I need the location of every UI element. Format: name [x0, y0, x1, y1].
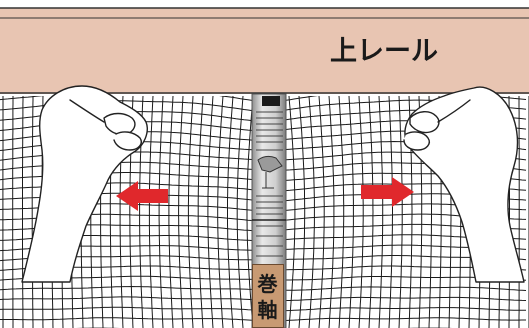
- right-hand: [403, 86, 525, 283]
- mesh-line-horizontal: [286, 296, 527, 301]
- mesh-line-vertical: [197, 96, 204, 328]
- mesh-line-vertical: [378, 96, 384, 328]
- roll-top-cap: [262, 96, 280, 106]
- mesh-line-horizontal: [0, 285, 252, 291]
- mesh-line-vertical: [348, 96, 354, 328]
- arrow-right: [361, 177, 414, 207]
- core-tag-char-2: 軸: [257, 298, 278, 322]
- core-tag-char-1: 巻: [257, 272, 278, 296]
- mesh-line-vertical: [187, 96, 194, 328]
- mesh-line-vertical: [318, 96, 325, 328]
- mesh-line-horizontal: [0, 100, 252, 112]
- mesh-line-vertical: [298, 96, 306, 328]
- winding-core-tag: 巻 軸: [252, 264, 284, 328]
- mesh-line-vertical: [358, 96, 364, 328]
- mesh-line-vertical: [148, 96, 154, 328]
- mesh-line-horizontal: [0, 182, 252, 191]
- roll-printed-text: [256, 111, 283, 257]
- arrow-left: [116, 181, 168, 211]
- left-hand-finger-2: [113, 131, 142, 151]
- mesh-line-vertical: [168, 96, 174, 328]
- roll-illustration: [257, 155, 283, 189]
- mesh-line-horizontal: [0, 317, 252, 321]
- mesh-line-vertical: [246, 101, 252, 323]
- mesh-line-vertical: [388, 96, 393, 328]
- rail-body: [0, 8, 529, 94]
- left-hand: [21, 85, 148, 283]
- mesh-line-horizontal: [286, 317, 526, 321]
- mesh-line-horizontal: [0, 306, 252, 311]
- mesh-line-vertical: [158, 96, 164, 328]
- right-hand-finger-1: [409, 111, 440, 134]
- mesh-line-vertical: [328, 96, 335, 328]
- right-hand-thumb-line: [437, 99, 471, 123]
- mesh-line-horizontal: [286, 307, 526, 312]
- mesh-line-vertical: [236, 96, 244, 328]
- left-hand-thumb-line: [69, 99, 105, 123]
- mesh-line-horizontal: [0, 172, 252, 181]
- right-hand-shape: [404, 86, 525, 283]
- mesh-line-vertical: [368, 96, 374, 328]
- mesh-line-horizontal: [0, 296, 252, 301]
- mesh-right: [286, 96, 529, 328]
- mesh-line-vertical: [338, 96, 345, 328]
- top-rail-label: 上レール: [330, 36, 438, 67]
- mesh-line-vertical: [308, 96, 315, 328]
- mesh-line-vertical: [288, 96, 296, 328]
- mesh-line-vertical: [31, 96, 34, 328]
- left-hand-finger-1: [103, 112, 136, 136]
- mesh-line-vertical: [217, 96, 224, 328]
- mesh-line-vertical: [178, 96, 184, 328]
- mesh-line-horizontal: [0, 161, 252, 171]
- mesh-line-vertical: [398, 96, 403, 328]
- right-hand-finger-2: [403, 131, 430, 151]
- mesh-line-vertical: [227, 96, 234, 328]
- mesh-line-horizontal: [286, 286, 527, 291]
- mesh-line-vertical: [22, 96, 24, 328]
- mesh-line-vertical: [207, 96, 214, 328]
